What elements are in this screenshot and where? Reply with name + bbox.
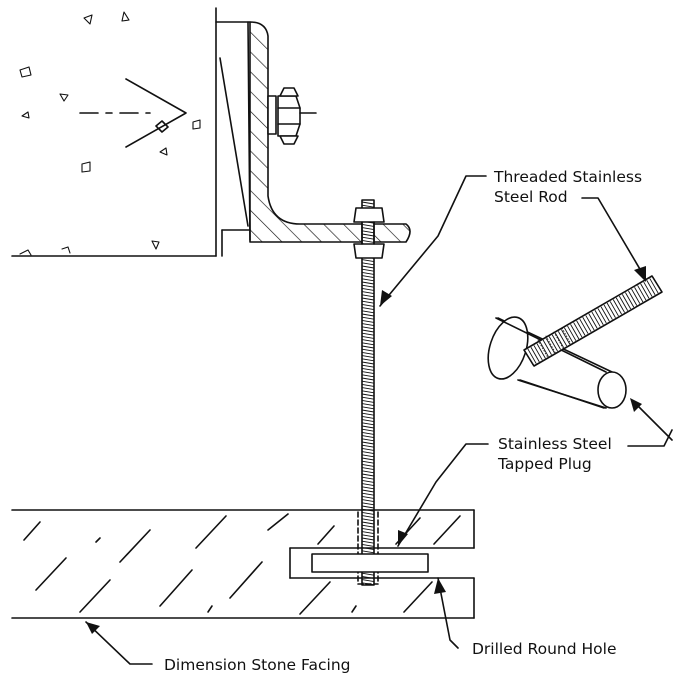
arrowheads	[86, 266, 646, 634]
leader-plug-detail	[627, 429, 673, 447]
label-stone-facing: Dimension Stone Facing	[164, 656, 351, 674]
leader-lines	[85, 175, 673, 665]
plug-detail	[487, 275, 663, 409]
leader-detail-plug	[635, 403, 673, 441]
shim-wedge	[215, 21, 251, 257]
label-tapped-plug-line1: Stainless Steel	[498, 435, 612, 453]
leader-hole	[437, 577, 459, 649]
plug-band	[537, 327, 573, 359]
label-threaded-rod-line2: Steel Rod	[494, 188, 568, 206]
tapped-plug	[311, 553, 429, 573]
concrete-structure	[11, 7, 217, 257]
leader-rod	[379, 175, 487, 307]
label-tapped-plug-line2: Tapped Plug	[498, 455, 592, 473]
anchor-bolt	[267, 87, 317, 145]
label-threaded-rod-line1: Threaded Stainless	[494, 168, 643, 186]
leader-plug	[397, 443, 489, 547]
leader-facing	[85, 621, 153, 665]
angle-bracket	[249, 21, 411, 243]
label-threaded-rod: Threaded Stainless Steel Rod	[494, 167, 642, 207]
label-tapped-plug: Stainless Steel Tapped Plug	[498, 434, 612, 474]
leader-rod-detail	[581, 197, 645, 277]
label-drilled-hole: Drilled Round Hole	[472, 640, 617, 658]
threaded-rod	[353, 199, 385, 586]
